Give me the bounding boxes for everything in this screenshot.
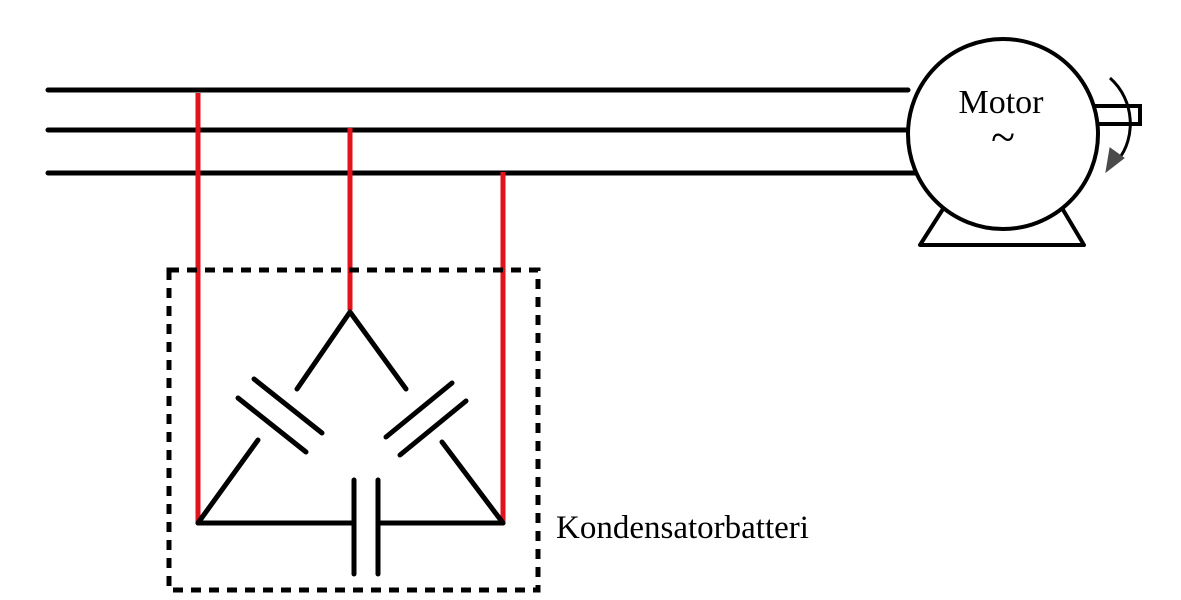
motor-icon <box>906 37 1142 247</box>
capacitor-delta <box>195 309 506 526</box>
rotation-arrow-icon <box>1105 76 1132 174</box>
supply-lines <box>45 87 925 176</box>
capacitor-right-plate-b <box>397 398 469 458</box>
capacitor-icon <box>235 376 469 577</box>
motor-ac-symbol: ~ <box>991 113 1015 162</box>
capacitor-left-plate-b <box>251 376 325 436</box>
capacitor-left-plate-a <box>235 395 309 455</box>
capacitor-right-plate-a <box>383 380 455 440</box>
motor-body <box>906 37 1100 231</box>
motor-label: Motor <box>959 84 1045 121</box>
tap-wires <box>195 93 506 523</box>
motor-shaft <box>1092 104 1142 126</box>
capacitor-bank-enclosure <box>166 267 541 593</box>
capacitor-bank-label: Kondensatorbatteri <box>556 510 809 546</box>
